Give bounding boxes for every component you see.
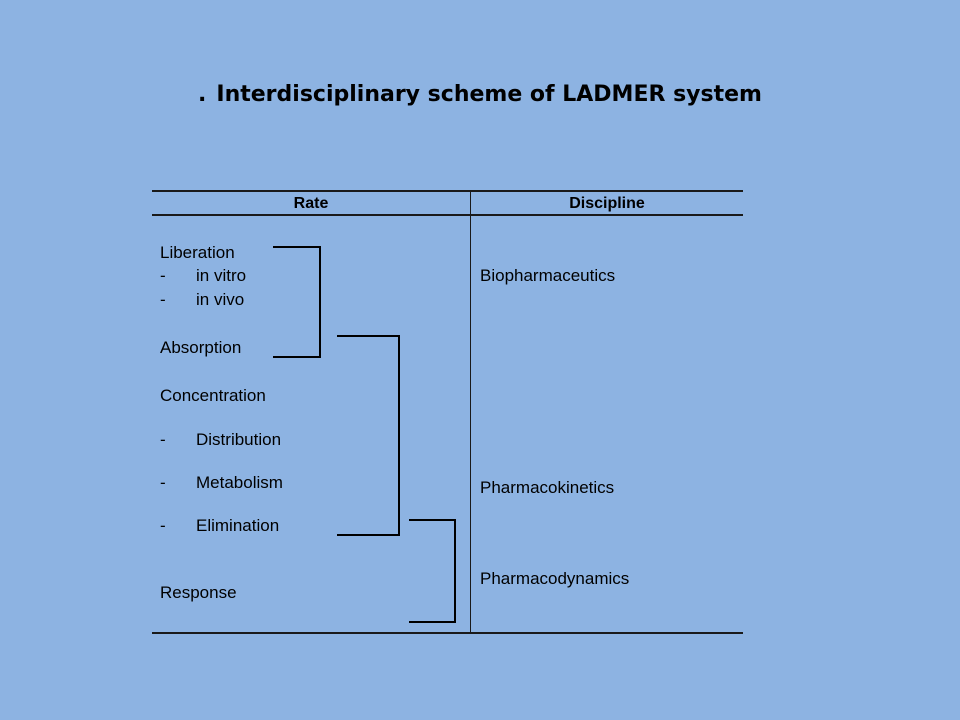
rate-metabolism: Metabolism [196, 473, 283, 492]
discipline-pharmacokinetics: Pharmacokinetics [480, 478, 615, 497]
discipline-biopharmaceutics: Biopharmaceutics [480, 266, 616, 285]
bracket-liberation-absorption [273, 246, 321, 358]
rate-liberation: Liberation [160, 243, 235, 262]
table-column-divider [470, 190, 471, 634]
rate-dash: - [160, 290, 166, 309]
title-text: Interdisciplinary scheme of LADMER syste… [216, 82, 762, 107]
rate-dash: - [160, 473, 166, 492]
rate-concentration: Concentration [160, 386, 266, 405]
title-bullet: . [198, 82, 207, 107]
rate-dash: - [160, 266, 166, 285]
bracket-absorption-elimination [337, 335, 400, 536]
rate-dash: - [160, 516, 166, 535]
discipline-pharmacodynamics: Pharmacodynamics [480, 569, 630, 588]
rate-in-vitro: in vitro [196, 266, 247, 285]
table-bottom-rule [152, 632, 743, 634]
rate-dash: - [160, 430, 166, 449]
bracket-elimination-response [409, 519, 456, 623]
rate-distribution: Distribution [196, 430, 282, 449]
table-header-rule [152, 214, 743, 216]
header-discipline: Discipline [569, 195, 645, 212]
rate-absorption: Absorption [160, 338, 242, 357]
header-rate: Rate [293, 195, 329, 212]
slide-title: . Interdisciplinary scheme of LADMER syst… [0, 82, 960, 107]
rate-in-vivo: in vivo [196, 290, 245, 309]
rate-elimination: Elimination [196, 516, 280, 535]
rate-response: Response [160, 583, 237, 602]
table-top-rule [152, 190, 743, 192]
